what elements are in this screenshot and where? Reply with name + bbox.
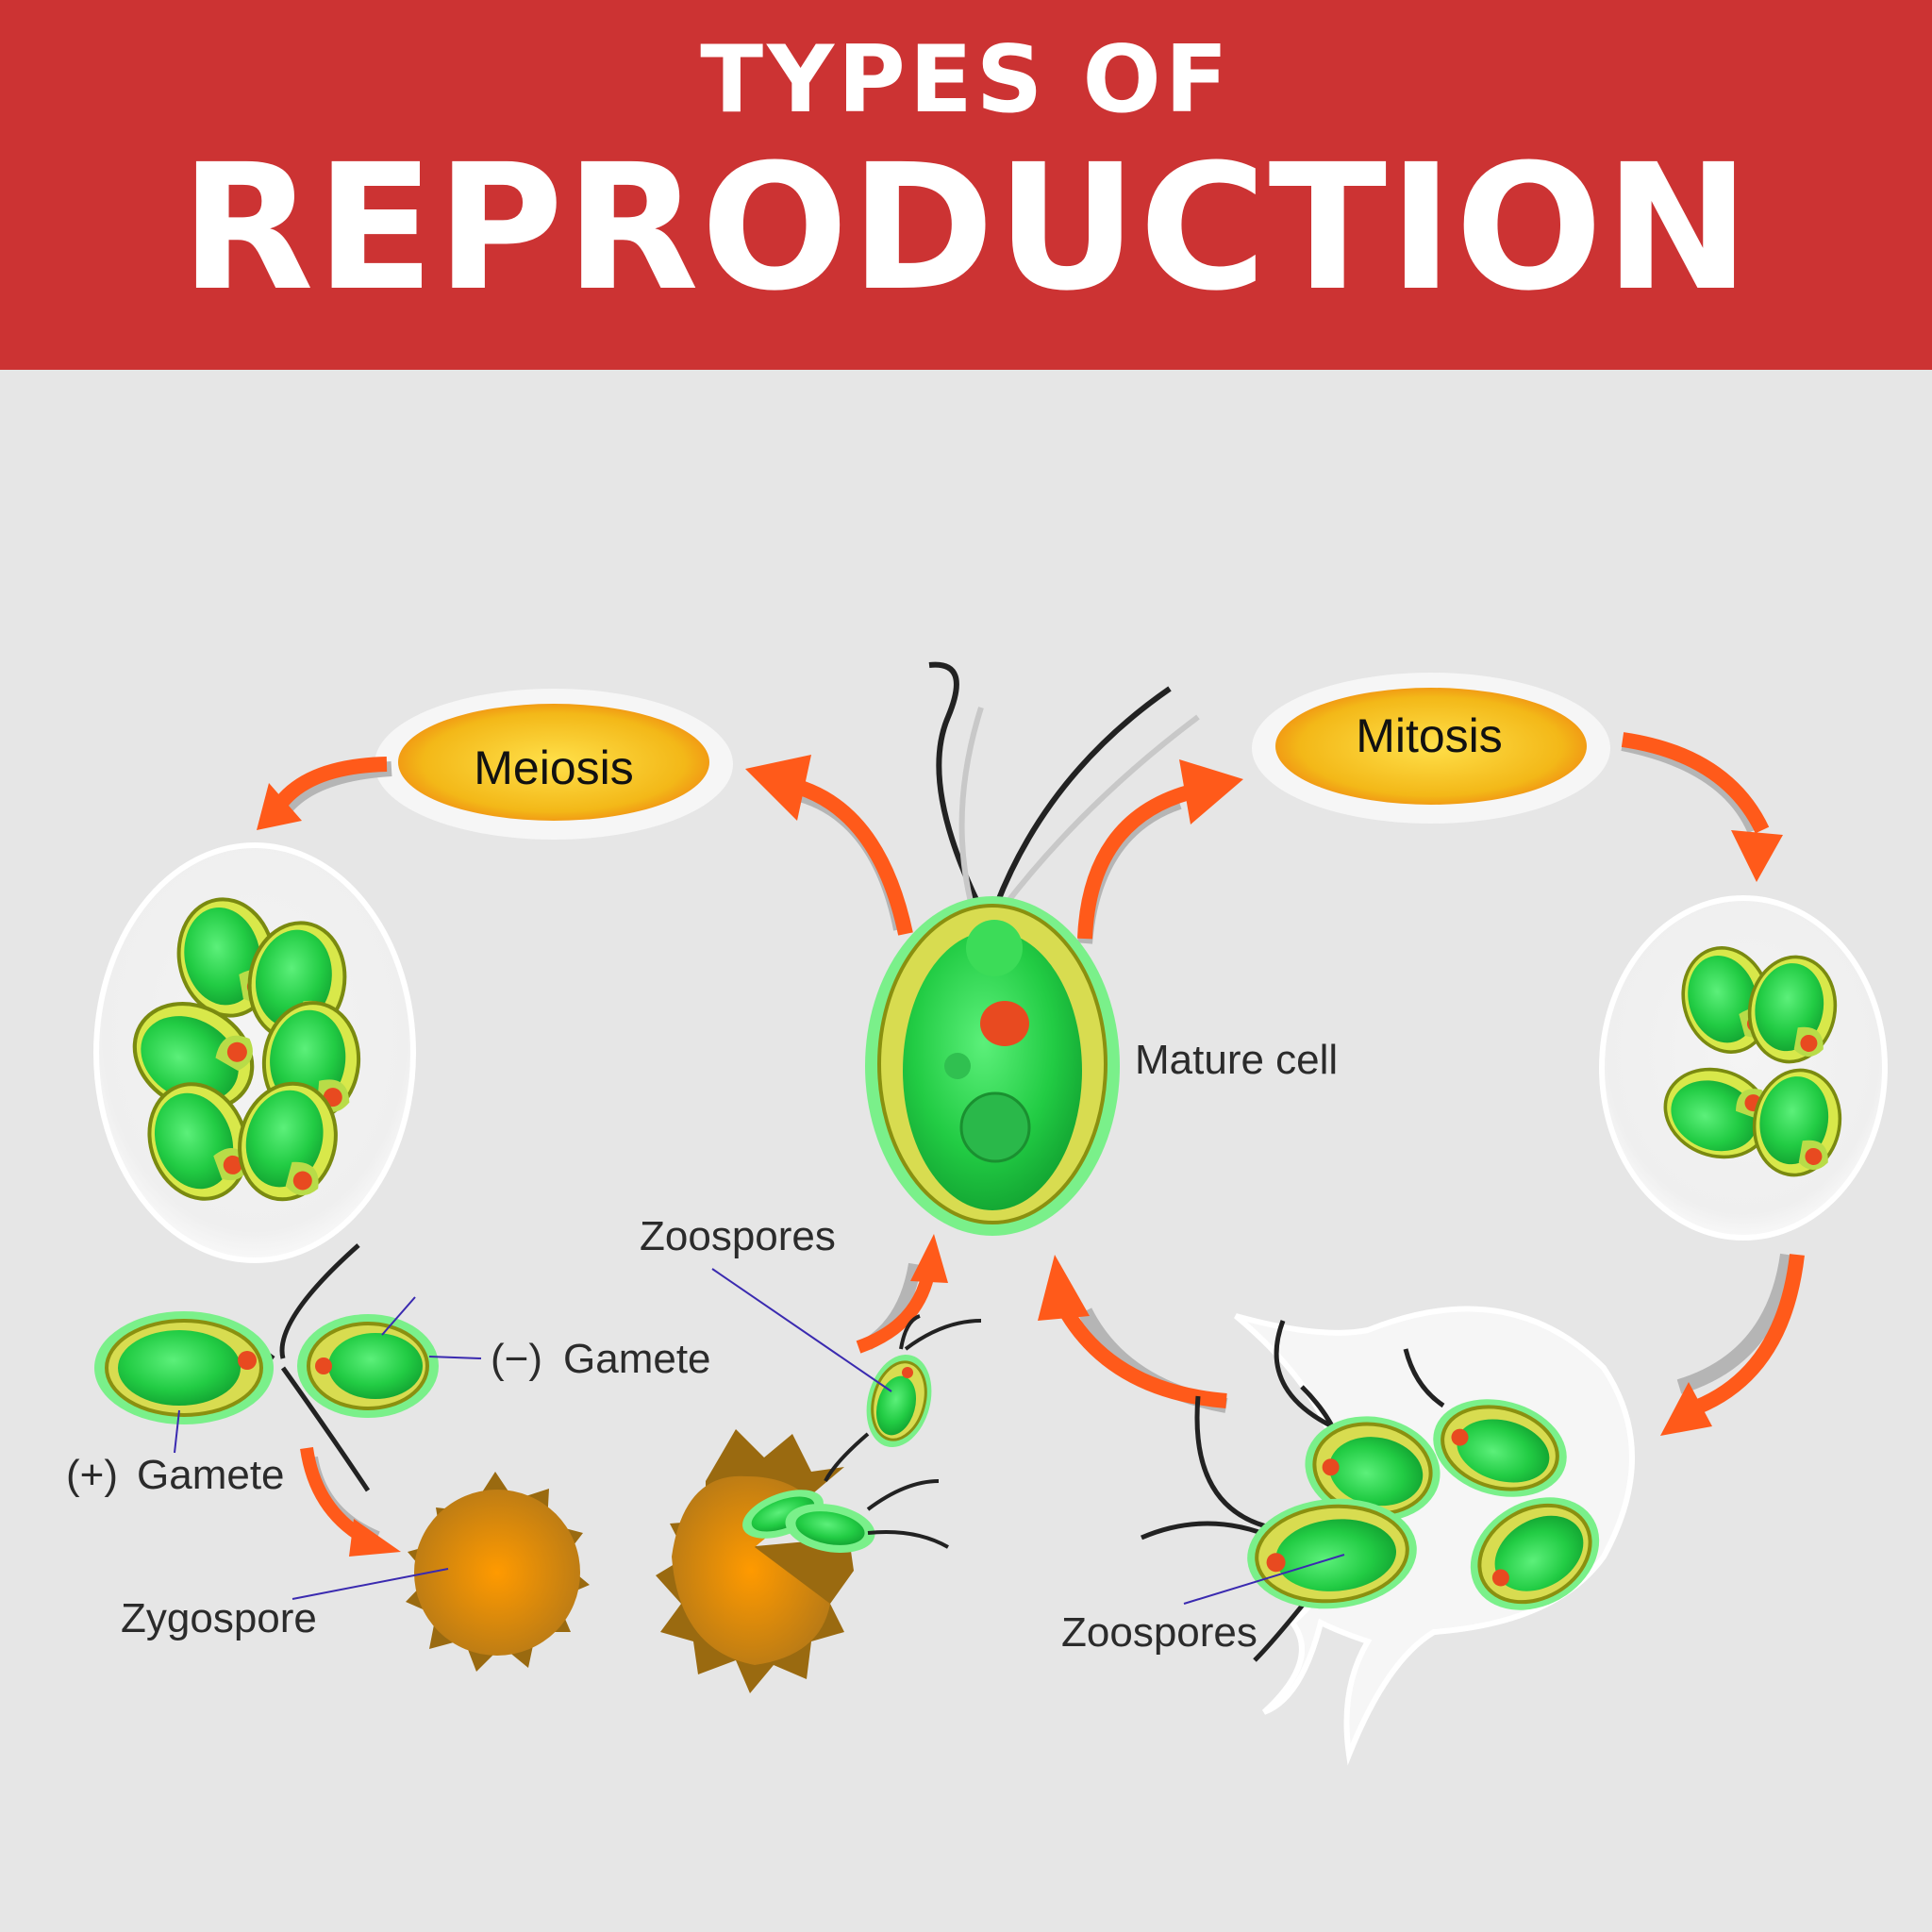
title-line-1: TYPES OF	[700, 26, 1232, 134]
title-line-2: REPRODUCTION	[180, 127, 1752, 329]
meiosis-label: Meiosis	[375, 689, 733, 840]
minus-gamete-sign: (−)	[491, 1336, 542, 1382]
zoospore-sac	[1141, 1306, 1635, 1766]
zygospore-label: Zygospore	[121, 1595, 317, 1641]
zoospores-top-label: Zoospores	[640, 1213, 836, 1259]
arrow-meiosis-to-cluster	[257, 757, 392, 830]
zygospore	[406, 1472, 590, 1672]
mature-cell-label: Mature cell	[1135, 1037, 1338, 1083]
gametes	[94, 1243, 439, 1492]
zoospores-bottom-label: Zoospores	[1061, 1609, 1257, 1656]
minus-gamete-label: Gamete	[563, 1336, 711, 1382]
open-zygospore	[656, 1429, 949, 1693]
title-banner: TYPES OF REPRODUCTION	[0, 0, 1932, 370]
meiosis-text: Meiosis	[474, 741, 633, 794]
arrow-zoospore-to-mature	[856, 1234, 948, 1354]
arrow-mitosis-to-cluster	[1621, 732, 1783, 882]
mitosis-cell-cluster	[1599, 895, 1888, 1241]
arrow-to-mitosis	[1077, 759, 1243, 944]
arrow-sac-to-mature	[1038, 1255, 1228, 1413]
free-zoospore	[824, 1314, 982, 1482]
meiosis-cell-cluster	[93, 842, 416, 1263]
plus-gamete-sign: (+)	[66, 1452, 118, 1498]
arrow-to-meiosis	[745, 755, 913, 936]
arrow-cluster-to-sac	[1660, 1253, 1805, 1436]
mitosis-label: Mitosis	[1252, 673, 1610, 824]
mature-cell	[865, 661, 1200, 1236]
mitosis-text: Mitosis	[1356, 709, 1503, 762]
arrow-gamete-to-zygospore	[300, 1446, 401, 1557]
plus-gamete-label: Gamete	[137, 1452, 285, 1498]
